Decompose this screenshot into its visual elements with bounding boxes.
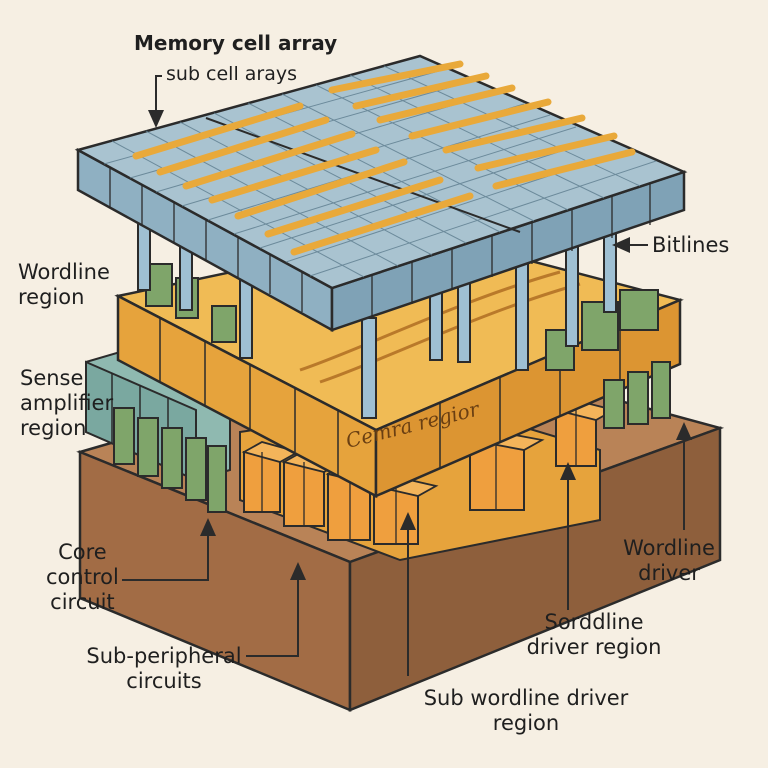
sub-wordline-line-2: region	[492, 711, 560, 735]
sense-amplifier-region-label: Sense amplifier region	[20, 366, 113, 441]
wordline-driver-label: Wordline driver	[616, 536, 722, 586]
sense-amplifier-line-2: amplifier	[20, 391, 114, 415]
sorddline-line-1: Sorddline	[544, 610, 644, 634]
bitline-pillars	[137, 221, 617, 419]
wordline-region-line-2: region	[18, 285, 85, 309]
wordline-driver-line-1: Wordline	[623, 536, 715, 560]
wordline-driver-line-2: driver	[638, 561, 700, 585]
sub-cell-arrays-label: sub cell arays	[166, 63, 298, 85]
core-control-line-1: Core	[58, 540, 107, 564]
wordline-region-line-1: Wordline	[18, 260, 110, 284]
leader-lines	[122, 75, 692, 676]
memory-cell-array	[74, 54, 688, 333]
wordline-region-label: Wordline region	[18, 260, 110, 310]
sense-amplifier-line-3: region	[20, 416, 87, 440]
wordline-strips	[132, 60, 636, 256]
core-control-circuit-label: Core control circuit	[46, 540, 119, 615]
sub-peripheral-circuits-label: Sub-peripheral circuits	[78, 644, 250, 694]
core-control-line-2: control	[46, 565, 119, 589]
sub-peripheral-line-2: circuits	[126, 669, 202, 693]
sub-wordline-driver-region-label: Sub wordline driver region	[408, 686, 644, 736]
bitlines-label: Bitlines	[652, 233, 730, 257]
sorddline-driver-region-label: Sorddline driver region	[510, 610, 678, 660]
sorddline-line-2: driver region	[526, 635, 662, 659]
sub-wordline-line-1: Sub wordline driver	[423, 686, 629, 710]
sense-amplifier-line-1: Sense	[20, 366, 84, 390]
core-control-line-3: circuit	[50, 590, 115, 614]
core-control-blocks	[113, 407, 227, 513]
memory-cell-array-label: Memory cell array	[134, 31, 338, 55]
sub-peripheral-line-1: Sub-peripheral	[86, 644, 242, 668]
